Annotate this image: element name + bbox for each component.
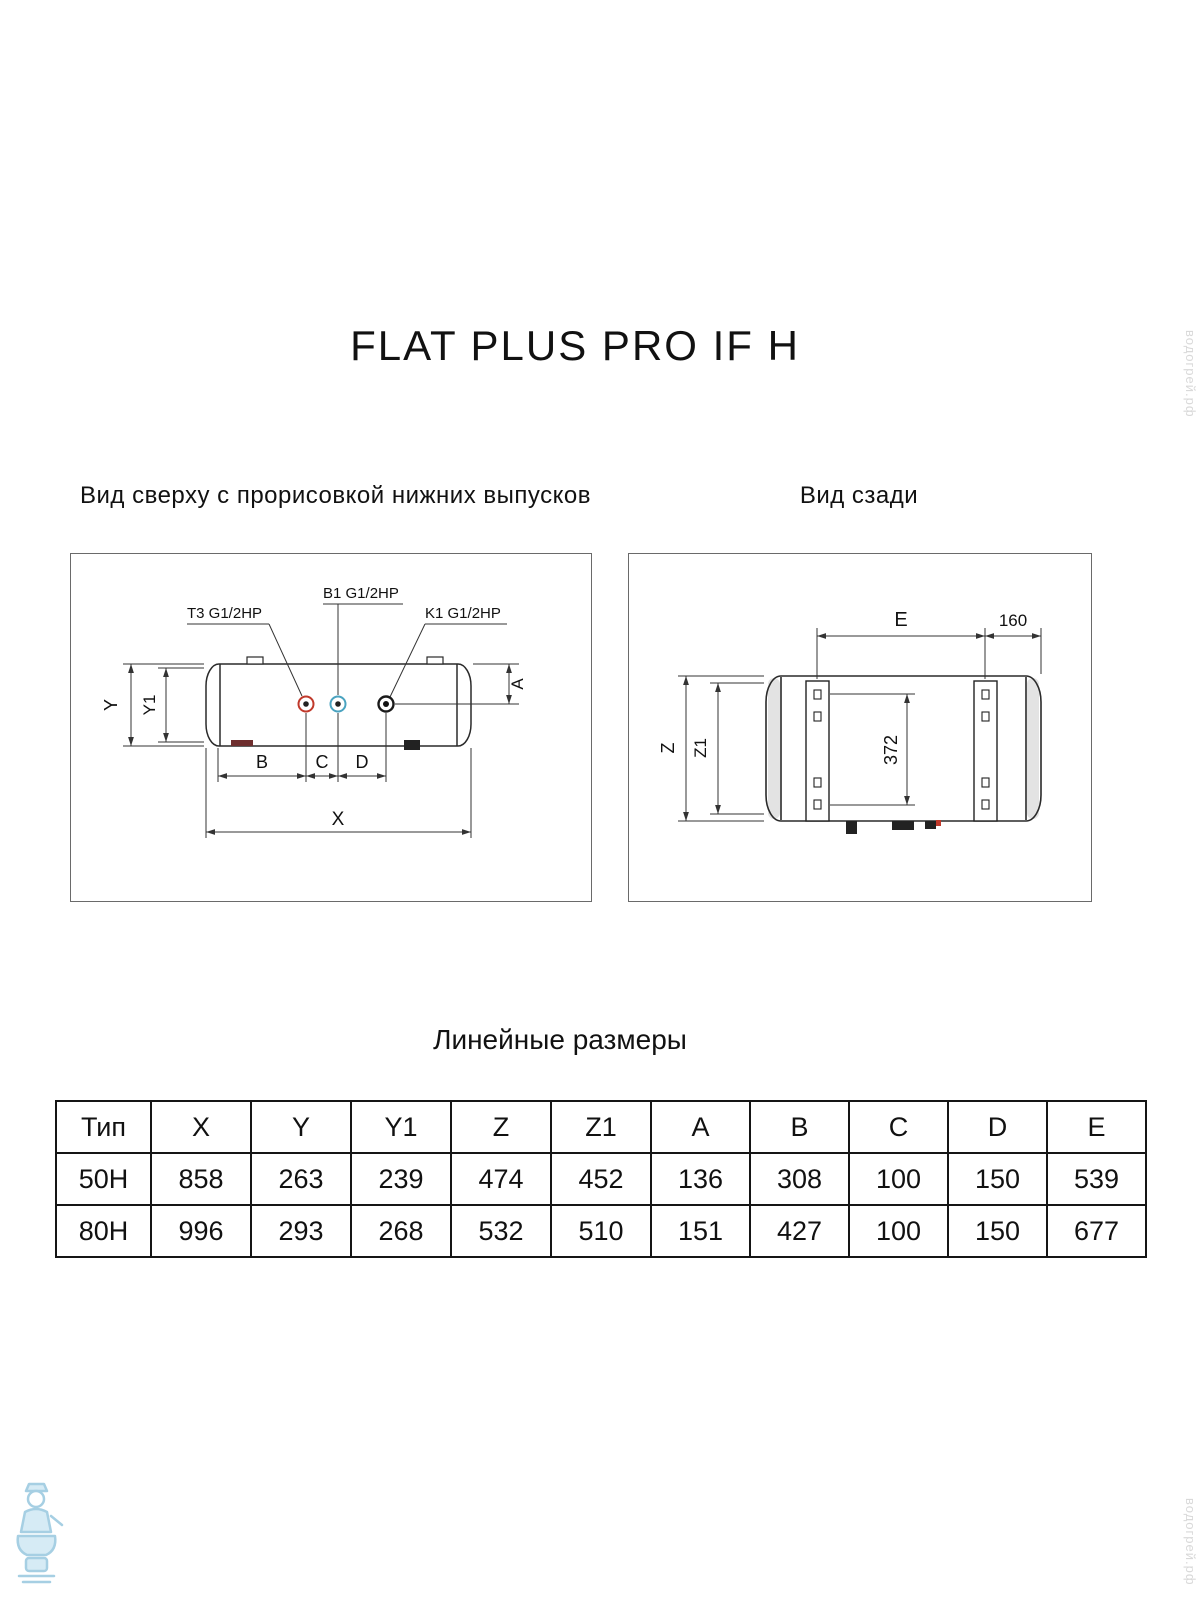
- top-view-label: Вид сверху с прорисовкой нижних выпусков: [80, 482, 591, 509]
- mounting-bracket-right: [973, 680, 998, 822]
- table-title: Линейные размеры: [433, 1024, 687, 1055]
- table-cell: 996: [150, 1204, 252, 1258]
- end-cap-right: [1027, 678, 1039, 819]
- table-cell: 427: [749, 1204, 850, 1258]
- header-cell: E: [1046, 1100, 1147, 1154]
- page-title: FLAT PLUS PRO IF H: [350, 322, 800, 369]
- dim-label-d: D: [356, 752, 369, 772]
- end-cap-left: [768, 678, 780, 819]
- table-cell: 268: [350, 1204, 452, 1258]
- dimension-lines: [123, 663, 519, 838]
- table-cell: 50H: [55, 1152, 152, 1206]
- table-cell: 100: [848, 1152, 949, 1206]
- dim-label-160: 160: [999, 611, 1027, 630]
- table-cell: 100: [848, 1204, 949, 1258]
- watermark-text: водогрей.рф: [1183, 330, 1198, 418]
- dimensions-table: Тип X Y Y1 Z Z1 A B C D E 50H 858 263 23…: [55, 1100, 1147, 1258]
- table-cell: 539: [1046, 1152, 1147, 1206]
- table-cell: 293: [250, 1204, 352, 1258]
- header-cell: Тип: [55, 1100, 152, 1154]
- header-cell: D: [947, 1100, 1048, 1154]
- header-cell: Z: [450, 1100, 552, 1154]
- header-cell: X: [150, 1100, 252, 1154]
- table-row: 50H 858 263 239 474 452 136 308 100 150 …: [55, 1152, 1147, 1206]
- plumber-mascot-icon: [16, 1482, 64, 1584]
- header-cell: Z1: [550, 1100, 652, 1154]
- port-label-b1: B1 G1/2HP: [323, 585, 399, 602]
- dim-label-b: B: [256, 752, 268, 772]
- table-cell: 80H: [55, 1204, 152, 1258]
- top-view-drawing: B1 G1/2HP T3 G1/2HP K1 G1/2HP Y Y1 A B C…: [101, 585, 527, 838]
- top-view-panel: B1 G1/2HP T3 G1/2HP K1 G1/2HP Y Y1 A B C…: [70, 553, 592, 902]
- dim-label-y1: Y1: [140, 695, 159, 716]
- rear-view-panel: E 160 Z Z1 372: [628, 553, 1092, 902]
- port-label-t3: T3 G1/2HP: [187, 605, 262, 622]
- dim-label-372: 372: [881, 735, 901, 765]
- table-header-row: Тип X Y Y1 Z Z1 A B C D E: [55, 1100, 1147, 1154]
- port-b1: [329, 695, 347, 713]
- table-cell: 677: [1046, 1204, 1147, 1258]
- table-cell: 510: [550, 1204, 652, 1258]
- dim-label-x: X: [332, 809, 345, 830]
- mounting-bracket-left: [805, 680, 830, 822]
- port-t3: [297, 695, 315, 713]
- table-cell: 263: [250, 1152, 352, 1206]
- bracket-tab-right: [426, 656, 444, 665]
- header-cell: B: [749, 1100, 850, 1154]
- table-cell: 150: [947, 1152, 1048, 1206]
- dim-label-a: A: [508, 678, 527, 690]
- dim-label-z: Z: [658, 743, 678, 754]
- dim-label-y: Y: [101, 699, 121, 711]
- rear-view-drawing: E 160 Z Z1 372: [658, 609, 1042, 834]
- watermark-logo: [6, 1478, 68, 1600]
- dim-label-e: E: [894, 609, 907, 631]
- header-cell: Y1: [350, 1100, 452, 1154]
- dim-label-c: C: [316, 752, 329, 772]
- leader-lines: [187, 603, 507, 698]
- bottom-fittings: [846, 820, 941, 834]
- table-cell: 239: [350, 1152, 452, 1206]
- table-cell: 532: [450, 1204, 552, 1258]
- rear-view-label: Вид сзади: [799, 482, 919, 509]
- table-cell: 474: [450, 1152, 552, 1206]
- table-cell: 308: [749, 1152, 850, 1206]
- port-k1: [377, 695, 395, 713]
- header-cell: A: [650, 1100, 751, 1154]
- bracket-tab-left: [246, 656, 264, 665]
- table-cell: 150: [947, 1204, 1048, 1258]
- header-cell: C: [848, 1100, 949, 1154]
- table-cell: 858: [150, 1152, 252, 1206]
- dimension-lines-rear: [678, 628, 1042, 822]
- drain-fitting: [404, 740, 420, 750]
- table-row: 80H 996 293 268 532 510 151 427 100 150 …: [55, 1204, 1147, 1258]
- table-cell: 136: [650, 1152, 751, 1206]
- header-cell: Y: [250, 1100, 352, 1154]
- gasket-mark: [231, 740, 253, 746]
- dim-label-z1: Z1: [691, 738, 710, 758]
- watermark-text: водогрей.рф: [1183, 1498, 1198, 1586]
- table-cell: 452: [550, 1152, 652, 1206]
- port-label-k1: K1 G1/2HP: [425, 605, 501, 622]
- table-cell: 151: [650, 1204, 751, 1258]
